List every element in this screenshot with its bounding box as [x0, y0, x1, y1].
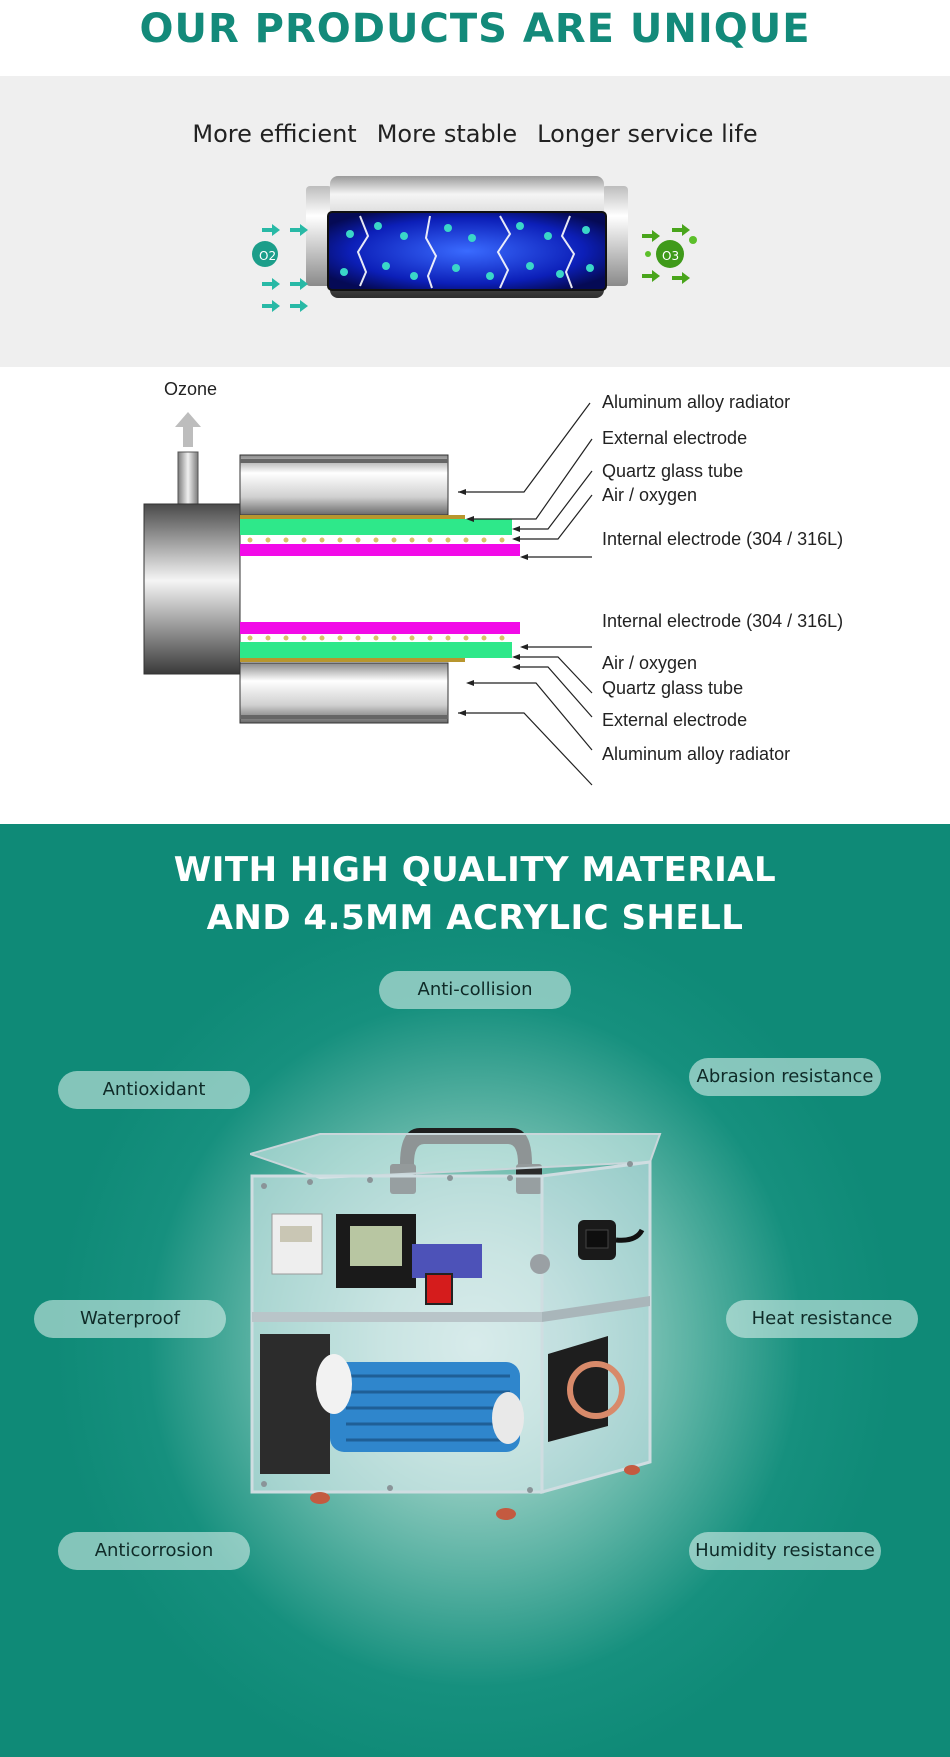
- o2-label: O2: [259, 249, 276, 263]
- top-internal-electrode: [240, 544, 520, 556]
- cooling-fan: [260, 1334, 330, 1474]
- feature-efficient: More efficient: [192, 120, 357, 148]
- inlet-arrows: [262, 224, 308, 312]
- diagram-graphic: [143, 402, 593, 786]
- label-bottom-radiator: Aluminum alloy radiator: [602, 744, 791, 764]
- o2-molecule-icon: [252, 241, 278, 267]
- tube-left-cap: [306, 186, 332, 286]
- bottom-internal-electrode: [240, 622, 520, 634]
- label-bottom-external-electrode: External electrode: [602, 710, 748, 730]
- bottom-quartz-tube: [240, 642, 512, 658]
- ozone-arrow-icon: [175, 412, 201, 447]
- feature-list: More efficient More stable Longer servic…: [0, 120, 950, 148]
- outlet-pipe: [177, 451, 199, 505]
- top-quartz-tube: [240, 519, 512, 535]
- bottom-radiator: [239, 662, 449, 724]
- pill-abrasion-resistance: Abrasion resistance: [689, 1058, 881, 1096]
- o3-label: O3: [662, 249, 679, 263]
- end-block: [143, 503, 241, 675]
- header: OUR PRODUCTS ARE UNIQUE: [0, 0, 950, 76]
- top-external-electrode: [240, 515, 465, 519]
- pill-waterproof: Waterproof: [34, 1300, 226, 1338]
- tube-right-cap: [602, 186, 628, 286]
- transformer: [548, 1336, 608, 1442]
- acrylic-top-face: [250, 1133, 662, 1180]
- top-radiator: [239, 454, 449, 516]
- o3-molecule-icon: [656, 240, 684, 268]
- label-top-radiator: Aluminum alloy radiator: [602, 392, 791, 412]
- power-switch: [425, 1273, 453, 1305]
- label-bottom-quartz-tube: Quartz glass tube: [602, 678, 744, 698]
- bottom-air-dots: [247, 635, 505, 641]
- pill-humidity-resistance: Humidity resistance: [689, 1532, 881, 1570]
- label-top-external-electrode: External electrode: [602, 428, 748, 448]
- acrylic-title-line2: AND 4.5MM ACRYLIC SHELL: [206, 898, 744, 938]
- acrylic-side-face: [540, 1160, 652, 1494]
- tube-section: More efficient More stable Longer servic…: [0, 76, 950, 367]
- bottom-external-electrode: [240, 658, 465, 662]
- lightning-bolts: [356, 215, 576, 289]
- label-bottom-internal-electrode: Internal electrode (304 / 316L): [602, 611, 844, 631]
- feature-stable: More stable: [376, 120, 518, 148]
- top-air-dots: [247, 537, 505, 543]
- plasma-window: [327, 211, 607, 291]
- pill-anticorrosion: Anticorrosion: [58, 1532, 250, 1570]
- page-title: OUR PRODUCTS ARE UNIQUE: [139, 6, 811, 52]
- ozone-label: Ozone: [164, 379, 218, 399]
- acrylic-shell-section: WITH HIGH QUALITY MATERIAL AND 4.5MM ACR…: [0, 824, 950, 1757]
- acrylic-title: WITH HIGH QUALITY MATERIAL AND 4.5MM ACR…: [0, 846, 950, 942]
- ozone-generator-device-image: [250, 1128, 662, 1520]
- feature-service-life: Longer service life: [537, 120, 758, 148]
- pill-heat-resistance: Heat resistance: [726, 1300, 918, 1338]
- leader-lines: [458, 402, 593, 786]
- outlet-arrows: [642, 224, 690, 284]
- ozone-tube-illustration: O2 O3: [252, 176, 697, 312]
- leader-arrowheads: [458, 489, 528, 716]
- label-bottom-air-oxygen: Air / oxygen: [602, 653, 698, 673]
- label-top-air-oxygen: Air / oxygen: [602, 485, 698, 505]
- particles: [340, 222, 594, 280]
- label-top-quartz-tube: Quartz glass tube: [602, 461, 744, 481]
- pill-anti-collision: Anti-collision: [379, 971, 571, 1009]
- acrylic-title-line1: WITH HIGH QUALITY MATERIAL: [173, 850, 777, 890]
- pill-antioxidant: Antioxidant: [58, 1071, 250, 1109]
- timer-module: [271, 1213, 323, 1275]
- label-top-internal-electrode: Internal electrode (304 / 316L): [602, 529, 844, 549]
- tube-cross-section-diagram: Ozone Aluminum alloy radiator External e…: [0, 367, 950, 824]
